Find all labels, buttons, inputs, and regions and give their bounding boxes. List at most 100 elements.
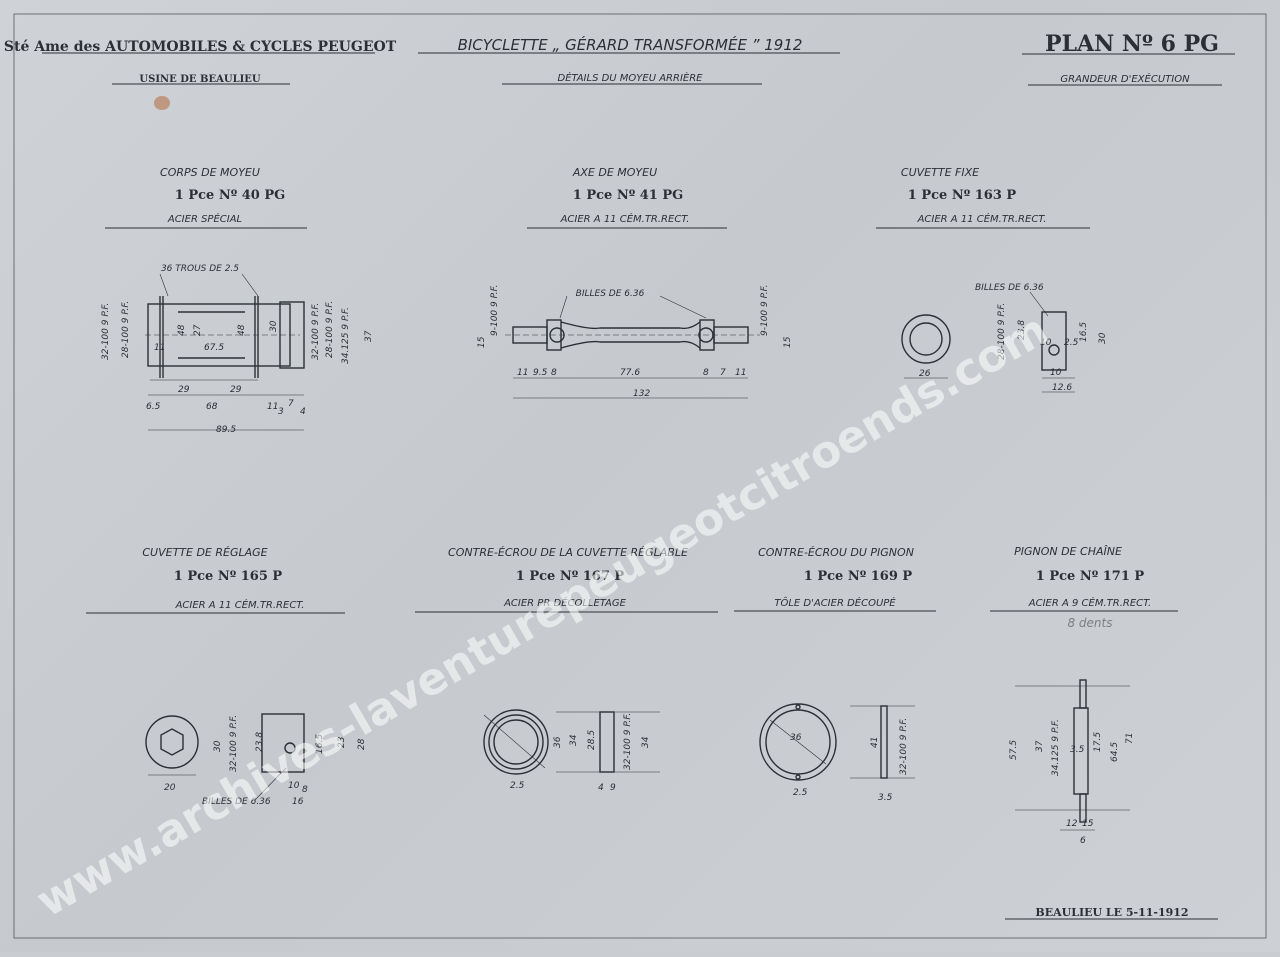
dim: 28-100 9 P.F. [121,301,131,358]
dim: 23 [337,736,347,748]
rust-stain [154,96,170,110]
dim: 26 [919,369,931,379]
dim: 3.5 [878,793,893,803]
dim: 67.5 [204,343,224,353]
dim: 16.5 [1079,322,1089,342]
dim: 29 [230,385,242,395]
drawing-scale: GRANDEUR D'EXÉCUTION [1060,72,1190,85]
part-block-chain-sprocket: PIGNON DE CHAÎNE 1 Pce Nº 171 P ACIER A … [990,545,1178,630]
part-block-cup-locknut: CONTRE-ÉCROU DE LA CUVETTE RÉGLABLE 1 Pc… [415,546,718,613]
dim: 32-100 9 P.F. [623,713,633,770]
dim: 11 [154,343,165,353]
fixed-cup-drawing: BILLES DE 6.36 [901,283,1075,393]
part-material: ACIER PR DÉCOLLETAGE [503,596,626,609]
part-ref: 1 Pce Nº 167 P [516,569,625,584]
dim: 10 [288,781,300,791]
dim: 17.5 [1093,732,1103,752]
dim: 32-100 9 P.F. [101,303,111,360]
dim: 11 [517,368,528,378]
dim: 9-100 9 P.F. [760,284,770,336]
dim: 11 [735,368,746,378]
part-material: ACIER A 11 CÉM.TR.RECT. [917,212,1047,225]
dim: 8 [703,368,709,378]
dim: 2.5 [1064,338,1079,348]
part-name: CUVETTE DE RÉGLAGE [142,546,267,559]
dim: 36 [553,736,563,748]
dim: 2.5 [510,781,525,791]
part-material: ACIER A 11 CÉM.TR.RECT. [560,212,690,225]
pinion-locknut-drawing [759,703,915,781]
hub-body-drawing: 36 TROUS DE 2.5 [145,264,305,431]
watermark: www.archives-laventurepeugeotcitroends.c… [28,304,1057,927]
part-ref: 1 Pce Nº 169 P [804,569,913,584]
dim: 36 [790,733,802,743]
part-name: CONTRE-ÉCROU DE LA CUVETTE RÉGLABLE [448,546,688,559]
dim: 12.6 [1052,383,1072,393]
dim: 27 [193,324,203,336]
part-material: ACIER A 11 CÉM.TR.RECT. [175,598,305,611]
dim: 23.8 [1017,320,1027,340]
dim: 71 [1125,733,1135,744]
part-material: ACIER A 9 CÉM.TR.RECT. [1028,596,1151,609]
dim: 8 [551,368,557,378]
dim: 10 [1040,338,1052,348]
part-block-hub-body: CORPS DE MOYEU 1 Pce Nº 40 PG ACIER SPÉC… [105,166,307,229]
dim: 28-100 9 P.F. [325,301,335,358]
dim: 28 [357,738,367,750]
axle-drawing: BILLES DE 6.36 [505,289,760,399]
drawing-title: BICYCLETTE „ GÉRARD TRANSFORMÉE ” 1912 [458,35,803,54]
part-block-fixed-cup: CUVETTE FIXE 1 Pce Nº 163 P ACIER A 11 C… [876,166,1090,229]
dim: 29 [178,385,190,395]
part-block-axle: AXE DE MOYEU 1 Pce Nº 41 PG ACIER A 11 C… [527,166,727,229]
dim: 37 [364,330,374,342]
dim: 77.6 [620,368,640,378]
part-block-adjusting-cup: CUVETTE DE RÉGLAGE 1 Pce Nº 165 P ACIER … [86,546,345,614]
dim: 34.125 9 P.F. [341,307,351,364]
dim: 10 [1050,368,1062,378]
part-name: CUVETTE FIXE [901,166,979,179]
dim: 7 [720,368,726,378]
part-ref: 1 Pce Nº 163 P [908,188,1017,203]
part-block-pinion-locknut: CONTRE-ÉCROU DU PIGNON 1 Pce Nº 169 P TÔ… [734,546,936,612]
hub-holes-note: 36 TROUS DE 2.5 [161,264,239,274]
dim: 2.5 [793,788,808,798]
plan-number: PLAN Nº 6 PG [1045,31,1219,57]
dim: 68 [206,402,218,412]
drawing-date: BEAULIEU LE 5-11-1912 [1035,906,1188,919]
cup-locknut-drawing [483,709,660,775]
dim: 34 [569,734,579,746]
dim: 48 [177,324,187,336]
dim: 9-100 9 P.F. [490,284,500,336]
dim: 12 [1066,819,1078,829]
dim: 28.5 [587,730,597,750]
part-material: ACIER SPÉCIAL [167,212,242,225]
dim: 34.125 9 P.F. [1051,719,1061,776]
dim: 4 [300,407,306,417]
teeth-note: 8 dents [1067,616,1112,630]
dim: 3 [278,407,284,417]
fixed-cup-balls-note: BILLES DE 6.36 [975,283,1044,293]
adjusting-cup-drawing: BILLES DE 6.36 [145,713,305,807]
part-name: CONTRE-ÉCROU DU PIGNON [758,546,914,559]
dim: 30 [269,320,279,332]
dim: 8 [302,785,308,795]
sheet-border [13,13,1267,939]
dim: 20 [164,783,176,793]
dim: 48 [237,324,247,336]
factory-name: USINE DE BEAULIEU [139,74,261,85]
dim: 37 [1035,740,1045,752]
dim: 16.5 [315,734,325,754]
dim: 23.8 [255,732,265,752]
company-name: Sté Ame des AUTOMOBILES & CYCLES PEUGEOT [4,39,397,55]
axle-balls-note: BILLES DE 6.36 [576,289,645,299]
dim: 6 [1080,836,1086,846]
part-ref: 1 Pce Nº 40 PG [175,188,285,203]
dim: 4 [598,783,604,793]
part-name: AXE DE MOYEU [572,166,657,179]
dim: 30 [1098,332,1108,344]
dim: 16 [292,797,304,807]
dim: 41 [870,737,880,748]
part-name: PIGNON DE CHAÎNE [1014,545,1122,558]
dim: 30 [213,740,223,752]
